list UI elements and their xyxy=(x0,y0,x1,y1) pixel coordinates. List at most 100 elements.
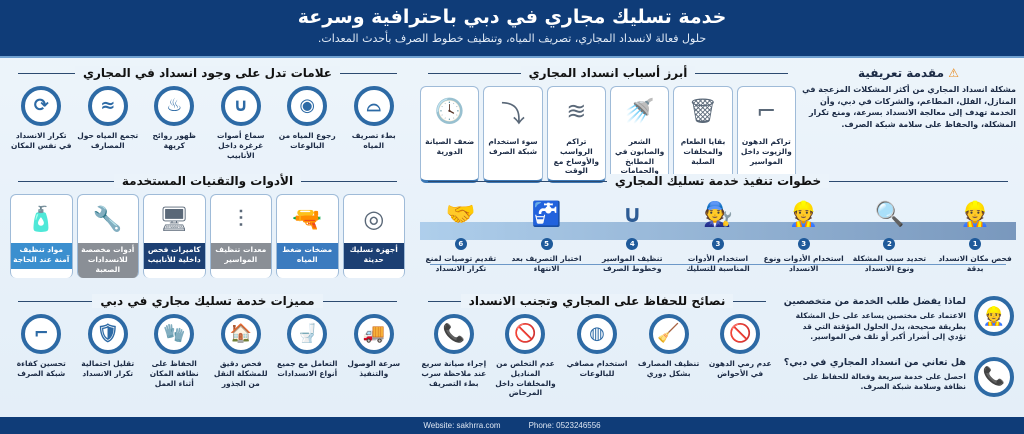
feature-item: 🚽 التعامل مع جميع أنواع الانسدادات xyxy=(276,314,339,388)
cause-card: ≋تراكم الرواسب والأوساخ مع الوقت xyxy=(546,86,607,183)
step-number: 3 xyxy=(711,238,724,250)
tools-icon: 🔧 xyxy=(92,205,123,233)
cause-card: 🗑بقايا الطعام والمخلفات الصلبة xyxy=(673,86,733,183)
safe-cleaner-icon: 🧴 xyxy=(26,205,57,233)
tip-item-label: تنظيف المصارف بشكل دوري xyxy=(637,359,700,378)
faucet-checklist-icon: 🚰 xyxy=(531,200,562,229)
sign-item-label: ظهور روائح كريهة xyxy=(152,131,196,150)
support-agent-icon: 📞 xyxy=(974,356,1014,397)
trash-bin-icon: 🗑 xyxy=(687,97,719,125)
side-info-text: الاعتماد على مختصين يساعد على حل المشكلة… xyxy=(795,311,966,341)
footer-website[interactable]: Website: sakhrra.com xyxy=(423,421,501,430)
technician-magnifier-icon: 👷 xyxy=(788,200,819,229)
feature-item-label: التعامل مع جميع أنواع الانسدادات xyxy=(277,359,338,378)
inspector-icon: 👷 xyxy=(960,200,991,229)
feature-item: 🛡تقليل احتمالية تكرار الانسداد xyxy=(77,314,140,388)
warning-icon: ⚠ xyxy=(948,66,959,80)
page-title: خدمة تسليك مجاري في دبي باحترافية وسرعة xyxy=(297,6,727,28)
clean-worker-icon: 🧤 xyxy=(154,314,195,354)
intro-title: مقدمة تعريفية xyxy=(858,66,944,80)
side-section: 👷 لماذا يفضل طلب الخدمة من متخصصين الاعتما… xyxy=(782,296,1014,411)
pipe-icon: ∪ xyxy=(220,86,261,126)
toilet-plunger-icon: 🚽 xyxy=(287,314,328,354)
tip-item: 🚫 عدم رمي الدهون في الأحواض xyxy=(706,314,774,398)
pipe-brushes-icon: ⫶ xyxy=(237,205,244,233)
plumber-snake-icon: 🧑‍🔧 xyxy=(703,200,733,229)
cleaning-brush-icon: 🧹 xyxy=(648,314,689,354)
step-number: 1 xyxy=(969,238,982,250)
side-info-text-group: هل تعاني من انسداد المجاري في دبي؟احصل ع… xyxy=(782,357,966,393)
tip-item-label: عدم رمي الدهون في الأحواض xyxy=(708,359,772,378)
side-info-title: لماذا يفضل طلب الخدمة من متخصصين xyxy=(783,296,966,307)
features-section: مميزات خدمة تسليك مجاري في دبي 🚚سرعة الو… xyxy=(10,294,405,388)
phone-call-icon: 📞 xyxy=(433,314,474,354)
clean-pipe-icon: ∪ xyxy=(622,200,643,229)
step-number: 6 xyxy=(454,238,467,250)
sink-icon: ⌓ xyxy=(353,86,394,126)
intro-text: مشكلة انسداد المجاري من أكثر المشكلات ال… xyxy=(802,85,1016,129)
sign-item-label: تجمع المياه حول المصارف xyxy=(77,131,139,150)
cause-label: تراكم الدهون والزيوت داخل المواسير xyxy=(740,137,792,166)
shield-check-icon: 🛡 xyxy=(87,314,128,354)
steps-section: خطوات تنفيذ خدمة تسليك المجاري 👷 1 فحص مكا… xyxy=(420,174,1016,274)
cause-label: ضعف الصيانة الدورية xyxy=(425,137,475,156)
tip-item-label: إجراء صيانة سريع عند ملاحظة سرب بطء التص… xyxy=(421,359,487,388)
drain-machine-icon: ◎ xyxy=(363,205,385,233)
greasy-pipe-icon: ⌐ xyxy=(756,97,777,125)
repeat-drain-icon: ⟳ xyxy=(21,86,62,126)
house-icon: 🏠 xyxy=(220,314,261,354)
feature-item-label: تحسين كفاءة شبكة الصرف xyxy=(16,359,66,378)
sign-item: ⟳تكرار الانسداد في نفس المكان xyxy=(10,86,73,160)
blueprint-magnifier-icon: 🔍 xyxy=(874,200,905,229)
intro-section: ⚠ مقدمة تعريفية مشكلة انسداد المجاري من … xyxy=(801,66,1016,130)
tip-item-label: عدم التخلص من المناديل والمخلفات داخل ال… xyxy=(495,359,556,398)
causes-section: أبرز أسباب انسداد المجاري ⌐ تراكم الدهون … xyxy=(420,66,796,183)
tip-item: 🧹 تنظيف المصارف بشكل دوري xyxy=(635,314,703,398)
step-label: فحص مكان الانسداد بدقة xyxy=(938,254,1012,273)
cause-label: سوء استخدام شبكة الصرف xyxy=(488,137,538,156)
cause-card: 🚿الشعر والصابون في المطابخ والحمامات xyxy=(610,86,670,183)
no-grease-sink-icon: 🚫 xyxy=(720,314,761,354)
steps-title: خطوات تنفيذ خدمة تسليك المجاري xyxy=(606,174,830,188)
step-item: ∪ 4 تنظيف المواسير وخطوط الصرف xyxy=(591,194,673,274)
inspection-camera-icon: 🖥 xyxy=(159,205,190,233)
sign-item: ⌓بطء تصريف المياه xyxy=(343,86,406,160)
delivery-truck-icon: 🚚 xyxy=(353,314,394,354)
tip-item: 📞 إجراء صيانة سريع عند ملاحظة سرب بطء الت… xyxy=(420,314,488,398)
step-number: 5 xyxy=(540,238,553,250)
tool-card: ◎أجهزة تسليك حديثة xyxy=(342,194,405,279)
footer: Website: sakhrra.com Phone: 0523246556 xyxy=(0,417,1024,434)
feature-item: 🧤 الحفاظ على نظافة المكان أثناء العمل xyxy=(143,314,206,388)
header: خدمة تسليك مجاري في دبي باحترافية وسرعة … xyxy=(0,0,1024,58)
tool-card: 🔫 مضخات ضغط المياه xyxy=(276,194,339,279)
feature-item: 🏠فحص دقيق للمشكلة النقل من الجذور xyxy=(210,314,273,388)
feature-item-label: الحفاظ على نظافة المكان أثناء العمل xyxy=(149,359,199,388)
sign-item: ≈ تجمع المياه حول المصارف xyxy=(77,86,140,160)
step-item: 👷 1 فحص مكان الانسداد بدقة xyxy=(934,194,1016,274)
tips-section: نصائح للحفاظ على المجاري وتجنب الانسداد … xyxy=(420,294,774,398)
causes-title: أبرز أسباب انسداد المجاري xyxy=(520,66,696,80)
sign-item: ∪ سماع أصوات غرغرة داخل الأنابيب xyxy=(210,86,273,160)
tool-card: 🖥كاميرات فحص داخلية للأنابيب xyxy=(143,194,206,279)
pipe-misuse-icon: ⤵ xyxy=(501,99,526,128)
tool-label: مضخات ضغط المياه xyxy=(277,243,338,269)
signs-section: علامات تدل على وجود انسداد في المجاري ⌓ب… xyxy=(10,66,405,160)
sign-item-label: سماع أصوات غرغرة داخل الأنابيب xyxy=(216,131,265,160)
shower-water-icon: ≈ xyxy=(87,86,128,126)
pressure-washer-icon: 🔫 xyxy=(292,205,323,233)
tool-label: أدوات مخصصة للانسدادات الصعبة xyxy=(77,243,138,279)
step-label: تقديم توصيات لمنع تكرار الانسداد xyxy=(425,254,497,273)
feature-item: 🚚سرعة الوصول والتنفيذ xyxy=(343,314,406,388)
step-label: تنظيف المواسير وخطوط الصرف xyxy=(601,254,663,273)
technician-avatar-icon: 👷 xyxy=(974,296,1014,336)
drain-backflow-icon: ◉ xyxy=(287,86,328,126)
tip-item-label: استخدام مصافي للبالوعات xyxy=(566,359,628,378)
step-number: 4 xyxy=(626,238,639,250)
footer-phone[interactable]: Phone: 0523246556 xyxy=(528,421,601,430)
tip-item: 🚫عدم التخلص من المناديل والمخلفات داخل ا… xyxy=(492,314,560,398)
tools-section: الأدوات والتقنيات المستخدمة ◎أجهزة تسليك… xyxy=(10,174,405,279)
tip-item: ◍استخدام مصافي للبالوعات xyxy=(563,314,631,398)
